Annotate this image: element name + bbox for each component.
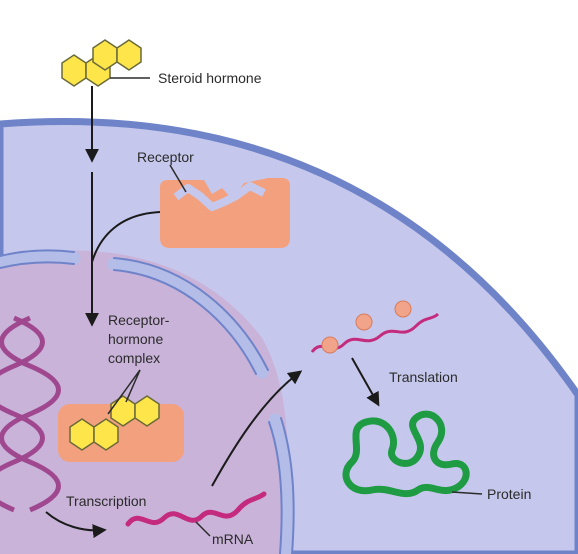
protein [342,410,470,498]
receptor-binding-site [173,182,266,211]
label-complex-line2: hormone [108,331,163,347]
label-translation: Translation [389,369,458,385]
arrow-transcription [45,511,107,539]
dna-double-helix [0,315,61,513]
receptor-hormone-complex [58,395,184,462]
label-mrna: mRNA [212,531,254,547]
arrow-mrna-export [211,370,303,487]
label-complex-line3: complex [108,350,160,366]
label-steroid-hormone: Steroid hormone [158,70,262,86]
mrna [125,491,267,527]
nuclear-envelope [0,249,295,554]
label-complex-line1: Receptor- [108,312,170,328]
steroid-hormone-molecule [61,39,142,87]
leader-lines [107,77,483,537]
label-protein: Protein [487,486,531,502]
label-receptor: Receptor [137,149,194,165]
ribosomes [321,300,412,354]
label-transcription: Transcription [66,493,146,509]
arrow-translation [351,357,380,407]
receptor-pathway-line [91,211,161,263]
